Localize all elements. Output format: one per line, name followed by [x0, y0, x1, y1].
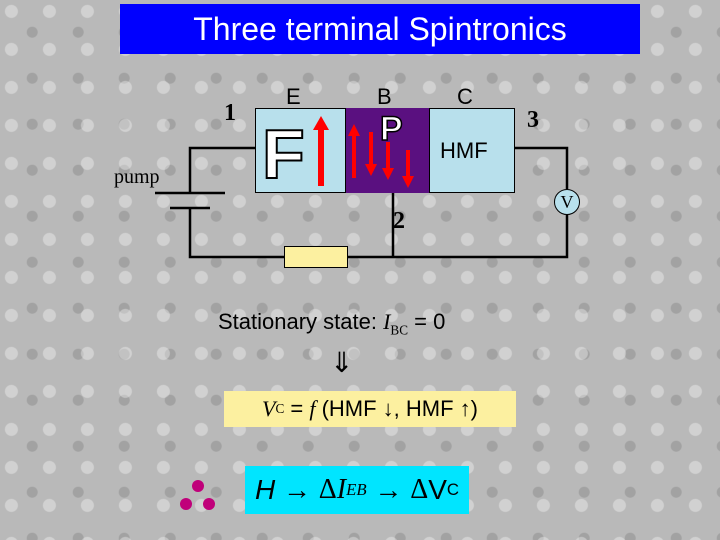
voltmeter-label: V [560, 191, 574, 212]
vc-var: V [262, 396, 276, 421]
wire-right-bottom [393, 215, 569, 259]
current-sub: BC [390, 322, 409, 338]
terminal-3-label: 3 [527, 107, 539, 133]
v-var: V [428, 474, 447, 505]
i-var: I [336, 474, 347, 505]
terminal-2-label: 2 [393, 208, 405, 234]
spin-down-arrow-base-2 [382, 142, 394, 180]
delta-2: Δ [410, 474, 429, 505]
i-sub: EB [346, 480, 367, 499]
spin-up-arrow-base [348, 124, 360, 178]
voltmeter: V [554, 189, 580, 215]
collector-label: C [457, 84, 473, 109]
wire-left [188, 146, 255, 193]
bullet-dot-left [180, 498, 192, 510]
arrow-2: → [366, 474, 411, 505]
h-var: H [254, 474, 276, 505]
wire-bottom-left [188, 208, 284, 259]
pump-label: pump [114, 166, 160, 188]
spin-down-arrow-base-3 [402, 150, 414, 188]
paramagnet-label: P [379, 110, 403, 148]
arrow-1: → [275, 474, 319, 505]
terminal-1-label: 1 [224, 100, 236, 126]
title-banner: Three terminal Spintronics [120, 4, 640, 54]
stationary-prefix: Stationary state: [218, 309, 384, 334]
base-label: B [377, 84, 392, 109]
vc-func: f [309, 396, 316, 421]
vc-rest: (HMF ↓, HMF ↑) [315, 396, 478, 421]
hmf-label: HMF [440, 138, 488, 163]
resistor [284, 246, 348, 268]
spin-up-arrow-emitter [313, 116, 329, 186]
page-title: Three terminal Spintronics [193, 10, 567, 47]
implies-arrow: ⇓ [330, 347, 354, 378]
bullet-dot-right [203, 498, 215, 510]
vc-eq: = [284, 396, 310, 421]
current-var: I [383, 309, 391, 334]
ferromagnet-label: F [261, 115, 306, 193]
vc-sub: C [275, 401, 285, 416]
v-sub: C [446, 480, 460, 499]
wire-right-top [515, 146, 569, 189]
emitter-label: E [286, 84, 301, 109]
delta-1: Δ [318, 474, 337, 505]
stationary-suffix: = 0 [408, 309, 446, 334]
bullet-dot-top [192, 480, 204, 492]
stationary-state-text: Stationary state: IBC = 0 [218, 309, 445, 338]
spin-down-arrow-base-1 [365, 132, 377, 176]
